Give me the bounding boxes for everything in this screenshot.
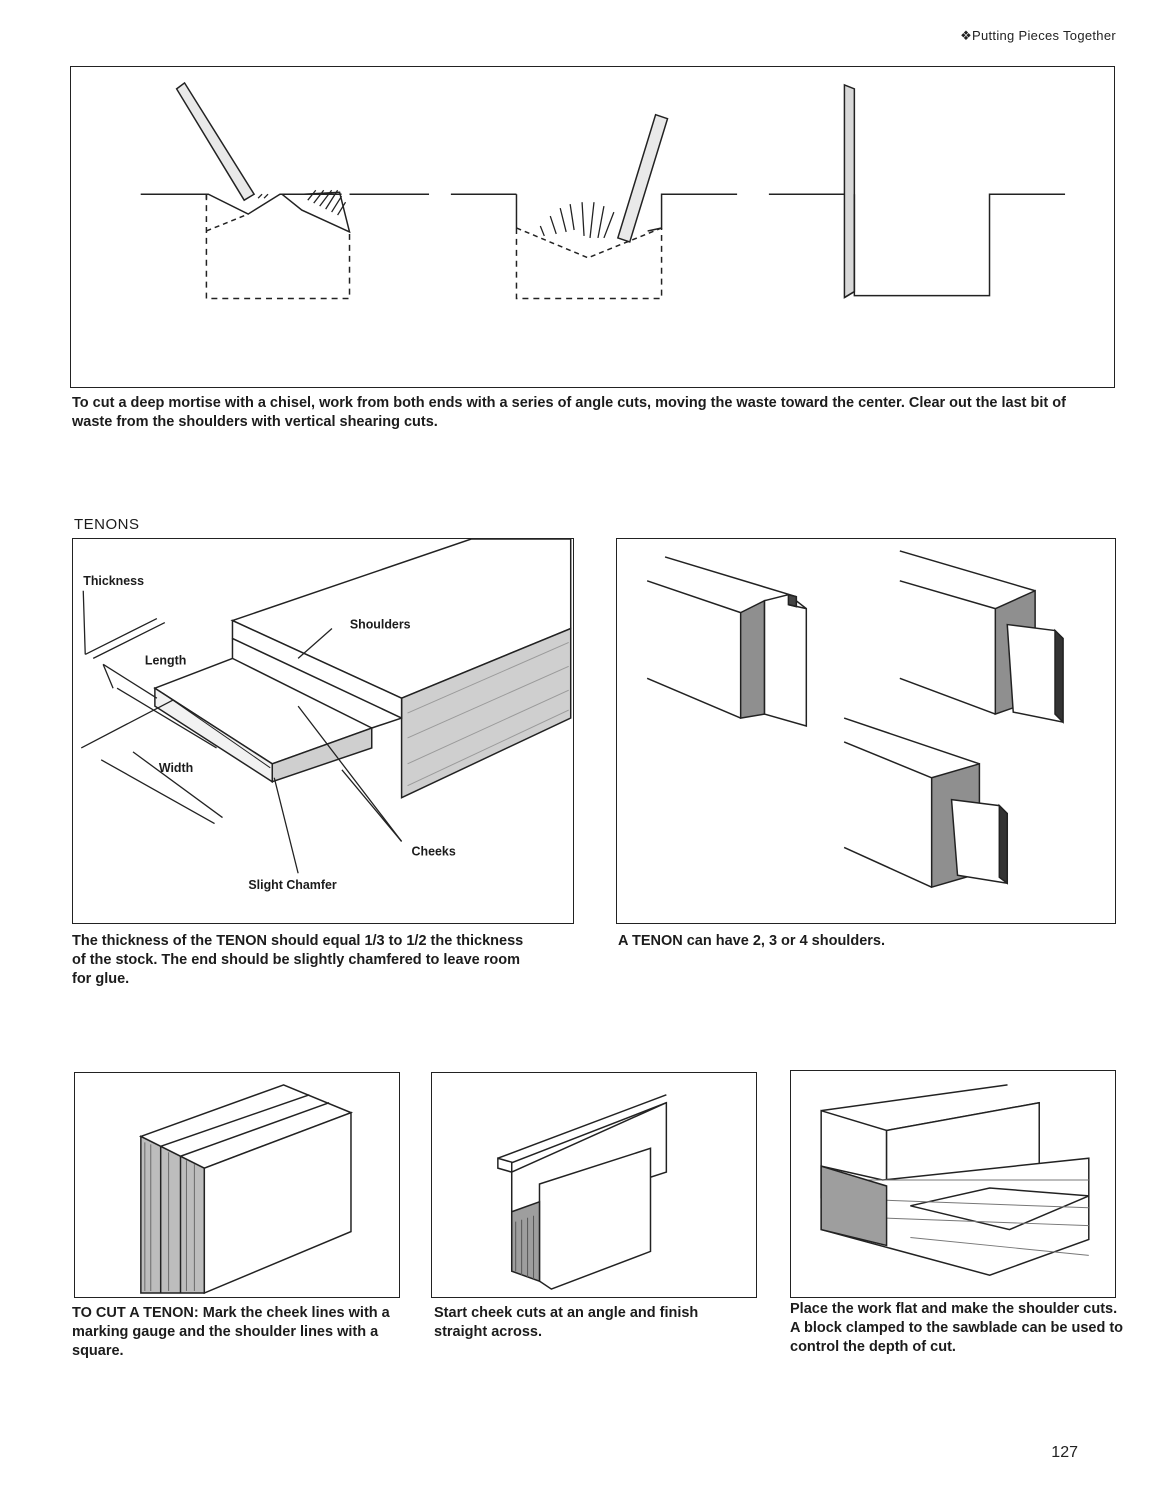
slight-chamfer-label: Slight Chamfer: [248, 878, 337, 892]
cutting-step-3-caption: Place the work flat and make the shoulde…: [790, 1301, 1124, 1355]
page-number: 127: [1051, 1444, 1078, 1461]
shoulders-label: Shoulders: [350, 618, 411, 632]
cutting-step-2-caption: Start cheek cuts at an angle and finish …: [434, 1305, 699, 1340]
tenon-shoulders-figure: [616, 538, 1116, 924]
mortise-caption: To cut a deep mortise with a chisel, wor…: [72, 395, 1066, 430]
marking-lines-illustration: [138, 1084, 354, 1295]
shoulder-cuts-illustration: [820, 1084, 1090, 1276]
running-header: ❖Putting Pieces Together: [960, 28, 1116, 43]
length-label: Length: [145, 653, 186, 667]
tenons-section-title: TENONS: [74, 516, 140, 533]
tenon-anatomy-caption: The thickness of the TENON should equal …: [72, 933, 524, 987]
tenon-shoulders-caption: A TENON can have 2, 3 or 4 shoulders.: [618, 933, 885, 949]
tenon-anatomy-figure: Thickness Length Shoulders Width Cheeks …: [72, 538, 574, 924]
tenon-anatomy-illustration: Thickness Length Shoulders Width Cheeks …: [80, 539, 572, 892]
mortise-illustration: [140, 81, 1066, 300]
tenon-shoulders-illustration: [646, 550, 1064, 889]
cutting-step-3-figure: [790, 1070, 1116, 1298]
cutting-step-1-figure: [74, 1072, 400, 1298]
thickness-label: Thickness: [83, 574, 144, 588]
cutting-step-1-caption: TO CUT A TENON: Mark the cheek lines wit…: [72, 1305, 390, 1359]
mortise-figure: [70, 66, 1115, 388]
cutting-step-2-figure: [431, 1072, 757, 1298]
width-label: Width: [159, 761, 193, 775]
cheeks-label: Cheeks: [412, 844, 456, 858]
cheek-cuts-illustration: [497, 1094, 668, 1290]
